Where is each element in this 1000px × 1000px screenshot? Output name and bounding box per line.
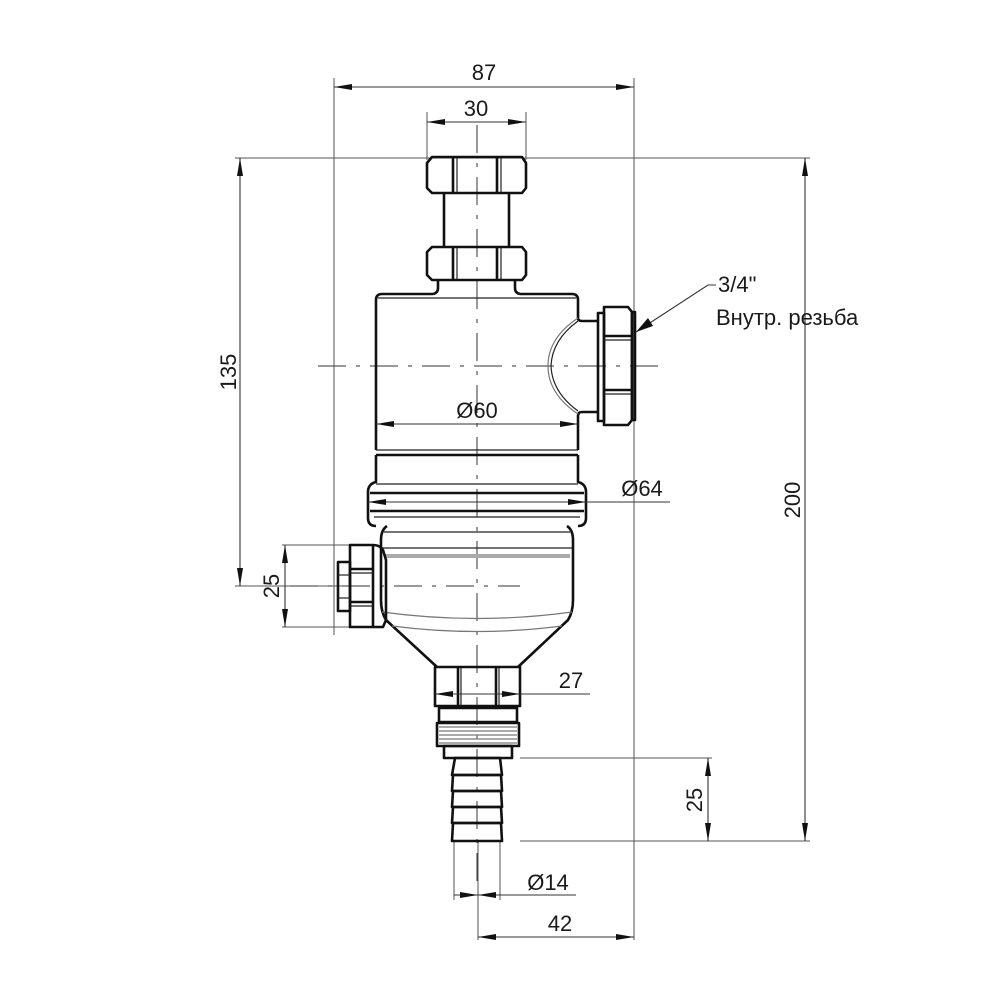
side-inlet-nut bbox=[596, 305, 637, 427]
dim-label-87: 87 bbox=[472, 60, 496, 85]
dim-label-30: 30 bbox=[464, 96, 488, 121]
dimension-200: 200 bbox=[780, 158, 808, 841]
side-drain-nut bbox=[336, 543, 388, 629]
extension-lines bbox=[235, 78, 810, 940]
thread-callout: 3/4" Внутр. резьба bbox=[635, 272, 859, 333]
callout-thread-type: Внутр. резьба bbox=[716, 305, 859, 330]
dim-label-25-drain: 25 bbox=[259, 574, 284, 598]
dimension-25-barb: 25 bbox=[682, 758, 711, 841]
top-union-fitting bbox=[425, 155, 528, 296]
dimension-d64: Ø64 bbox=[368, 476, 670, 505]
dimension-d60: Ø60 bbox=[376, 398, 578, 427]
callout-thread-size: 3/4" bbox=[718, 272, 756, 297]
dim-label-d60: Ø60 bbox=[456, 398, 498, 423]
dim-label-d14: Ø14 bbox=[527, 870, 569, 895]
dimension-d14: Ø14 bbox=[454, 870, 576, 898]
hose-barb bbox=[450, 756, 504, 843]
dim-label-200: 200 bbox=[780, 482, 805, 519]
dim-label-d64: Ø64 bbox=[621, 476, 663, 501]
dim-label-27: 27 bbox=[559, 668, 583, 693]
dimension-30: 30 bbox=[427, 96, 526, 125]
dim-label-135: 135 bbox=[216, 354, 241, 391]
male-thread bbox=[435, 721, 521, 760]
dim-label-42: 42 bbox=[548, 911, 572, 936]
filter-collar bbox=[366, 455, 588, 528]
dimension-25-drain: 25 bbox=[259, 545, 288, 627]
dim-label-25-barb: 25 bbox=[682, 788, 707, 812]
dimension-87: 87 bbox=[334, 60, 634, 90]
filter-body-upper bbox=[374, 292, 598, 457]
filter-bowl bbox=[379, 524, 575, 668]
dimension-27: 27 bbox=[435, 668, 590, 697]
dimension-42: 42 bbox=[478, 911, 634, 940]
dimension-135: 135 bbox=[216, 158, 243, 586]
